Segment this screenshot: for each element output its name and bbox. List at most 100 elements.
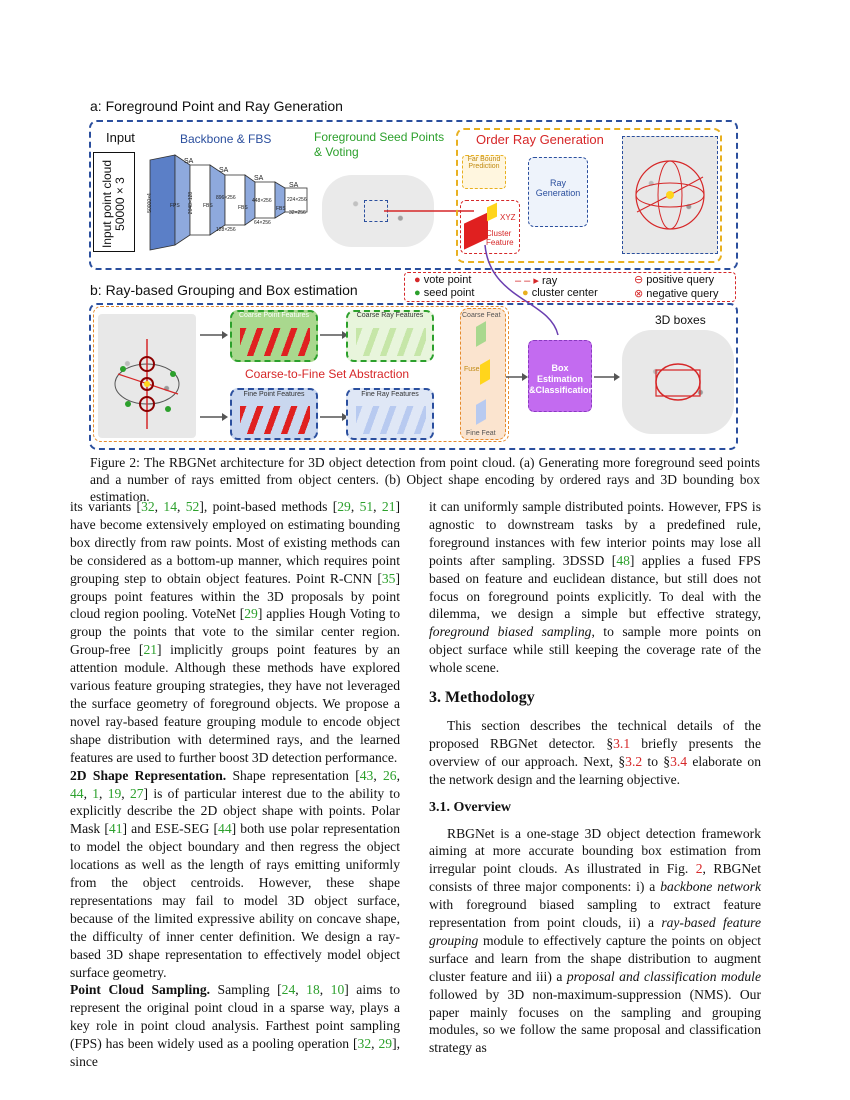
cite[interactable]: 10 xyxy=(330,982,345,998)
input-label: Input xyxy=(106,130,135,145)
heading-point-cloud-sampling: Point Cloud Sampling. xyxy=(70,982,211,998)
section-ref[interactable]: 3.4 xyxy=(670,753,688,769)
cite[interactable]: 29 xyxy=(378,1036,393,1052)
positive-query-label: positive query xyxy=(646,274,715,286)
panel-b-title: b: Ray-based Grouping and Box estimation xyxy=(90,282,358,298)
section-ref[interactable]: 3.2 xyxy=(625,753,643,769)
heading-2d-shape: 2D Shape Representation. xyxy=(70,767,227,783)
ray-sphere-icon xyxy=(635,160,705,230)
cite[interactable]: 35 xyxy=(381,570,396,586)
dim-label-8: 32×256 xyxy=(289,210,306,216)
dim-label-2: 2048×128 xyxy=(188,191,195,215)
sa-label-2: SA xyxy=(219,167,229,174)
cite[interactable]: 44 xyxy=(70,785,84,801)
cite[interactable]: 26 xyxy=(383,767,397,783)
3d-box-icon xyxy=(655,363,701,401)
sa-label-4: SA xyxy=(289,182,299,189)
cluster-to-box-arrow xyxy=(484,244,559,336)
legend-seed-point: ● seed point xyxy=(414,287,474,299)
cite[interactable]: 51 xyxy=(359,499,374,514)
legend-ray: – – ▸ ray xyxy=(515,274,557,287)
box-estimation-label: Box Estimation &Classification xyxy=(529,363,595,395)
cite[interactable]: 32 xyxy=(357,1036,372,1052)
cite[interactable]: 48 xyxy=(616,552,630,568)
dim-label-1: 50000×4 xyxy=(146,193,153,213)
cite[interactable]: 21 xyxy=(381,499,396,514)
left-paragraph-3: Point Cloud Sampling. Sampling [24, 18, … xyxy=(70,982,401,1070)
box-estimation-box: Box Estimation &Classification xyxy=(528,340,595,412)
dim-label-7: 224×256 xyxy=(287,197,307,203)
cite[interactable]: 29 xyxy=(337,499,351,514)
subsection-heading-overview: 3.1. Overview xyxy=(429,799,512,815)
left-paragraph-1: its variants [32, 14, 52], point-based m… xyxy=(70,499,401,765)
cite[interactable]: 24 xyxy=(281,982,296,998)
coarse-point-bars xyxy=(240,328,310,356)
vote-point-icon: ● xyxy=(414,274,421,286)
figure-caption: Figure 2: The RBGNet architecture for 3D… xyxy=(90,455,760,504)
ray-generation-box: Ray Generation xyxy=(528,157,588,227)
dim-label-4: 128×256 xyxy=(216,227,236,233)
ray-generation-label: Ray Generation xyxy=(535,178,581,198)
cite[interactable]: 18 xyxy=(306,982,320,998)
order-ray-generation-box xyxy=(456,128,722,263)
panel-b-box xyxy=(89,303,738,450)
legend-cluster-center: ● cluster center xyxy=(522,287,598,299)
cite[interactable]: 43 xyxy=(359,767,374,783)
order-ray-generation-label: Order Ray Generation xyxy=(476,132,604,147)
fine-ray-features-label: Fine Ray Features xyxy=(361,391,419,398)
input-point-cloud-label: Input point cloud 50000 × 3 xyxy=(100,159,127,249)
negative-query-icon: ⊗ xyxy=(634,288,644,300)
cite[interactable]: 19 xyxy=(107,785,122,801)
cluster-center-label: cluster center xyxy=(531,287,598,299)
3d-boxes-label: 3D boxes xyxy=(655,313,706,327)
cite[interactable]: 27 xyxy=(129,785,144,801)
xyz-label: XYZ xyxy=(500,213,516,222)
coarse-to-fine-label: Coarse-to-Fine Set Abstraction xyxy=(245,367,410,381)
right-column: it can uniformly sample distributed poin… xyxy=(429,498,761,1057)
3d-boxes-scene-image xyxy=(622,330,734,434)
right-paragraph-1: it can uniformly sample distributed poin… xyxy=(429,499,761,676)
backbone-label: Backbone & FBS xyxy=(180,132,272,146)
legend-negative-query: ⊗ negative query xyxy=(634,287,718,300)
fg-seed-label: Foreground Seed Points & Voting xyxy=(314,130,445,159)
dim-label-5: 448×256 xyxy=(252,198,272,204)
far-bound-prediction-box: Far Bound Prediction xyxy=(462,155,506,189)
cite[interactable]: 29 xyxy=(244,606,258,622)
cite[interactable]: 52 xyxy=(185,499,200,514)
legend-positive-query: ⊖ positive query xyxy=(634,273,714,286)
coarse-to-fine-box xyxy=(93,306,509,442)
fbs-label-2: FBS xyxy=(238,205,248,211)
cite[interactable]: 44 xyxy=(218,821,232,837)
figure-ref[interactable]: 2 xyxy=(695,861,703,877)
fine-point-bars xyxy=(240,406,310,434)
cite[interactable]: 14 xyxy=(163,499,177,514)
arrow-to-coarse xyxy=(200,331,228,339)
dim-label-6: 64×256 xyxy=(254,220,271,226)
fine-point-features-label: Fine Point Features xyxy=(243,391,305,398)
positive-query-icon: ⊖ xyxy=(634,274,644,286)
legend-box xyxy=(404,272,736,302)
ray-sphere-image xyxy=(622,136,718,254)
sa-label-1: SA xyxy=(184,158,194,165)
cluster-feature-box xyxy=(460,200,520,254)
cite[interactable]: 32 xyxy=(141,499,155,514)
seed-point-icon: ● xyxy=(414,287,421,299)
right-paragraph-2: This section describes the technical det… xyxy=(429,717,762,787)
fbs-label-1: FBS xyxy=(203,203,213,209)
cite[interactable]: 21 xyxy=(143,642,158,658)
arrow-to-fine xyxy=(200,413,228,421)
fbs-label-3: FBS xyxy=(276,206,286,212)
section-heading-methodology: 3. Methodology xyxy=(429,689,535,707)
section-ref[interactable]: 3.1 xyxy=(613,735,631,751)
cite[interactable]: 1 xyxy=(92,785,100,801)
arrow-to-3d-boxes xyxy=(594,373,620,381)
arrow-coarse-mid xyxy=(320,331,348,339)
fuse-label: Fuse xyxy=(464,366,480,373)
far-bound-prediction-label: Far Bound Prediction xyxy=(467,156,501,170)
cluster-feature-label: Cluster Feature xyxy=(486,229,514,247)
backbone-network-diagram xyxy=(149,154,308,251)
cite[interactable]: 41 xyxy=(108,821,123,837)
arrow-to-box-estimation xyxy=(506,373,528,381)
coarse-ray-bars xyxy=(356,328,426,356)
left-column: its variants [32, 14, 52], point-based m… xyxy=(70,498,400,1071)
